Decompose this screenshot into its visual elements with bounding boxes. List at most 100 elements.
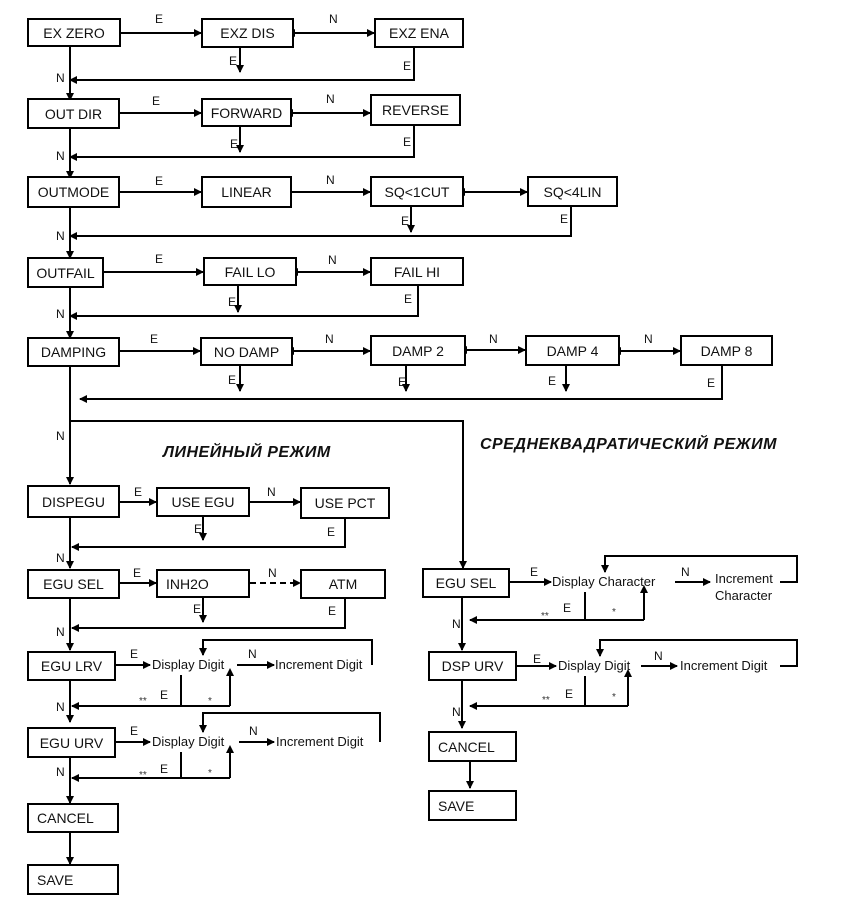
menu-damp4[interactable]: DAMP 4 — [525, 335, 620, 366]
key-e-label: E — [130, 724, 139, 738]
key-e-label: E — [403, 135, 412, 149]
key-e-label: E — [327, 525, 336, 539]
menu-dsp-urv[interactable]: DSP URV — [428, 651, 517, 681]
key-e-label: E — [230, 137, 239, 151]
key-n-label: N — [644, 332, 653, 346]
rms-mode-heading: СРЕДНЕКВАДРАТИЧЕСКИЙ РЕЖИМ — [480, 436, 777, 453]
key-e-label: E — [134, 485, 143, 499]
key-e-label: E — [560, 212, 569, 226]
key-e-label: E — [707, 376, 716, 390]
key-e-label: E — [533, 652, 542, 666]
linear-mode-heading: ЛИНЕЙНЫЙ РЕЖИМ — [163, 444, 331, 461]
key-n-label: N — [56, 307, 65, 321]
menu-fail-hi[interactable]: FAIL HI — [370, 257, 464, 286]
key-e-label: E — [160, 762, 169, 776]
rms-character[interactable]: Character — [715, 588, 773, 603]
key-e-label: E — [193, 602, 202, 616]
key-e-label: E — [160, 688, 169, 702]
menu-outmode[interactable]: OUTMODE — [27, 176, 120, 208]
key-e-label: E — [155, 252, 164, 266]
key-e-label: E — [155, 12, 164, 26]
menu-reverse[interactable]: REVERSE — [370, 94, 461, 126]
double-star-label: ** — [542, 695, 550, 706]
lrv-increment-digit[interactable]: Increment Digit — [275, 657, 363, 672]
menu-save[interactable]: SAVE — [27, 864, 119, 895]
key-e-label: E — [565, 687, 574, 701]
menu-cancel-rms[interactable]: CANCEL — [428, 731, 517, 762]
menu-exz-ena[interactable]: EXZ ENA — [374, 18, 464, 48]
rms-increment-digit[interactable]: Increment Digit — [680, 658, 768, 673]
key-e-label: E — [130, 647, 139, 661]
key-e-label: E — [404, 292, 413, 306]
menu-ex-zero[interactable]: EX ZERO — [27, 18, 121, 47]
key-n-label: N — [56, 229, 65, 243]
key-n-label: N — [326, 173, 335, 187]
rms-display-character[interactable]: Display Character — [552, 574, 656, 589]
urv-display-digit[interactable]: Display Digit — [152, 734, 225, 749]
key-e-label: E — [530, 565, 539, 579]
menu-save-rms[interactable]: SAVE — [428, 790, 517, 821]
key-n-label: N — [452, 705, 461, 719]
menu-out-dir[interactable]: OUT DIR — [27, 98, 120, 129]
menu-linear[interactable]: LINEAR — [201, 176, 292, 208]
rms-display-digit[interactable]: Display Digit — [558, 658, 631, 673]
menu-egu-lrv[interactable]: EGU LRV — [27, 651, 116, 681]
menu-egu-sel[interactable]: EGU SEL — [27, 569, 120, 599]
key-e-label: E — [133, 566, 142, 580]
menu-fail-lo[interactable]: FAIL LO — [203, 257, 297, 286]
menu-dispegu[interactable]: DISPEGU — [27, 485, 120, 518]
menu-egu-urv[interactable]: EGU URV — [27, 727, 116, 758]
key-e-label: E — [150, 332, 159, 346]
key-n-label: N — [325, 332, 334, 346]
key-e-label: E — [398, 375, 407, 389]
key-e-label: E — [155, 174, 164, 188]
key-n-label: N — [56, 429, 65, 443]
menu-forward[interactable]: FORWARD — [201, 98, 292, 127]
menu-cancel[interactable]: CANCEL — [27, 803, 119, 833]
menu-sq4lin[interactable]: SQ<4LIN — [527, 176, 618, 207]
key-n-label: N — [56, 551, 65, 565]
key-n-label: N — [328, 253, 337, 267]
key-n-label: N — [681, 565, 690, 579]
menu-use-egu[interactable]: USE EGU — [156, 487, 250, 517]
key-n-label: N — [249, 724, 258, 738]
menu-outfail[interactable]: OUTFAIL — [27, 257, 104, 288]
key-e-label: E — [228, 295, 237, 309]
menu-sq1cut[interactable]: SQ<1CUT — [370, 176, 464, 207]
key-n-label: N — [248, 647, 257, 661]
key-e-label: E — [401, 214, 410, 228]
key-n-label: N — [56, 71, 65, 85]
menu-exz-dis[interactable]: EXZ DIS — [201, 18, 294, 48]
key-e-label: E — [563, 601, 572, 615]
star-label: * — [208, 696, 212, 707]
rms-increment[interactable]: Increment — [715, 571, 773, 586]
key-n-label: N — [654, 649, 663, 663]
key-n-label: N — [489, 332, 498, 346]
menu-inh2o[interactable]: INH2O — [156, 569, 250, 598]
key-e-label: E — [194, 522, 203, 536]
urv-increment-digit[interactable]: Increment Digit — [276, 734, 364, 749]
key-n-label: N — [329, 12, 338, 26]
key-n-label: N — [267, 485, 276, 499]
menu-damp8[interactable]: DAMP 8 — [680, 335, 773, 366]
menu-damping[interactable]: DAMPING — [27, 337, 120, 367]
key-e-label: E — [228, 373, 237, 387]
key-n-label: N — [56, 149, 65, 163]
double-star-label: ** — [139, 770, 147, 781]
lrv-display-digit[interactable]: Display Digit — [152, 657, 225, 672]
key-e-label: E — [229, 54, 238, 68]
menu-atm[interactable]: ATM — [300, 569, 386, 599]
star-label: * — [612, 607, 616, 618]
menu-use-pct[interactable]: USE PCT — [300, 487, 390, 519]
menu-no-damp[interactable]: NO DAMP — [200, 337, 293, 366]
key-e-label: E — [403, 59, 412, 73]
key-n-label: N — [452, 617, 461, 631]
star-label: * — [208, 768, 212, 779]
key-e-label: E — [548, 374, 557, 388]
key-n-label: N — [56, 625, 65, 639]
key-n-label: N — [268, 566, 277, 580]
key-n-label: N — [326, 92, 335, 106]
menu-damp2[interactable]: DAMP 2 — [370, 335, 466, 366]
menu-egu-sel-rms[interactable]: EGU SEL — [422, 568, 510, 598]
